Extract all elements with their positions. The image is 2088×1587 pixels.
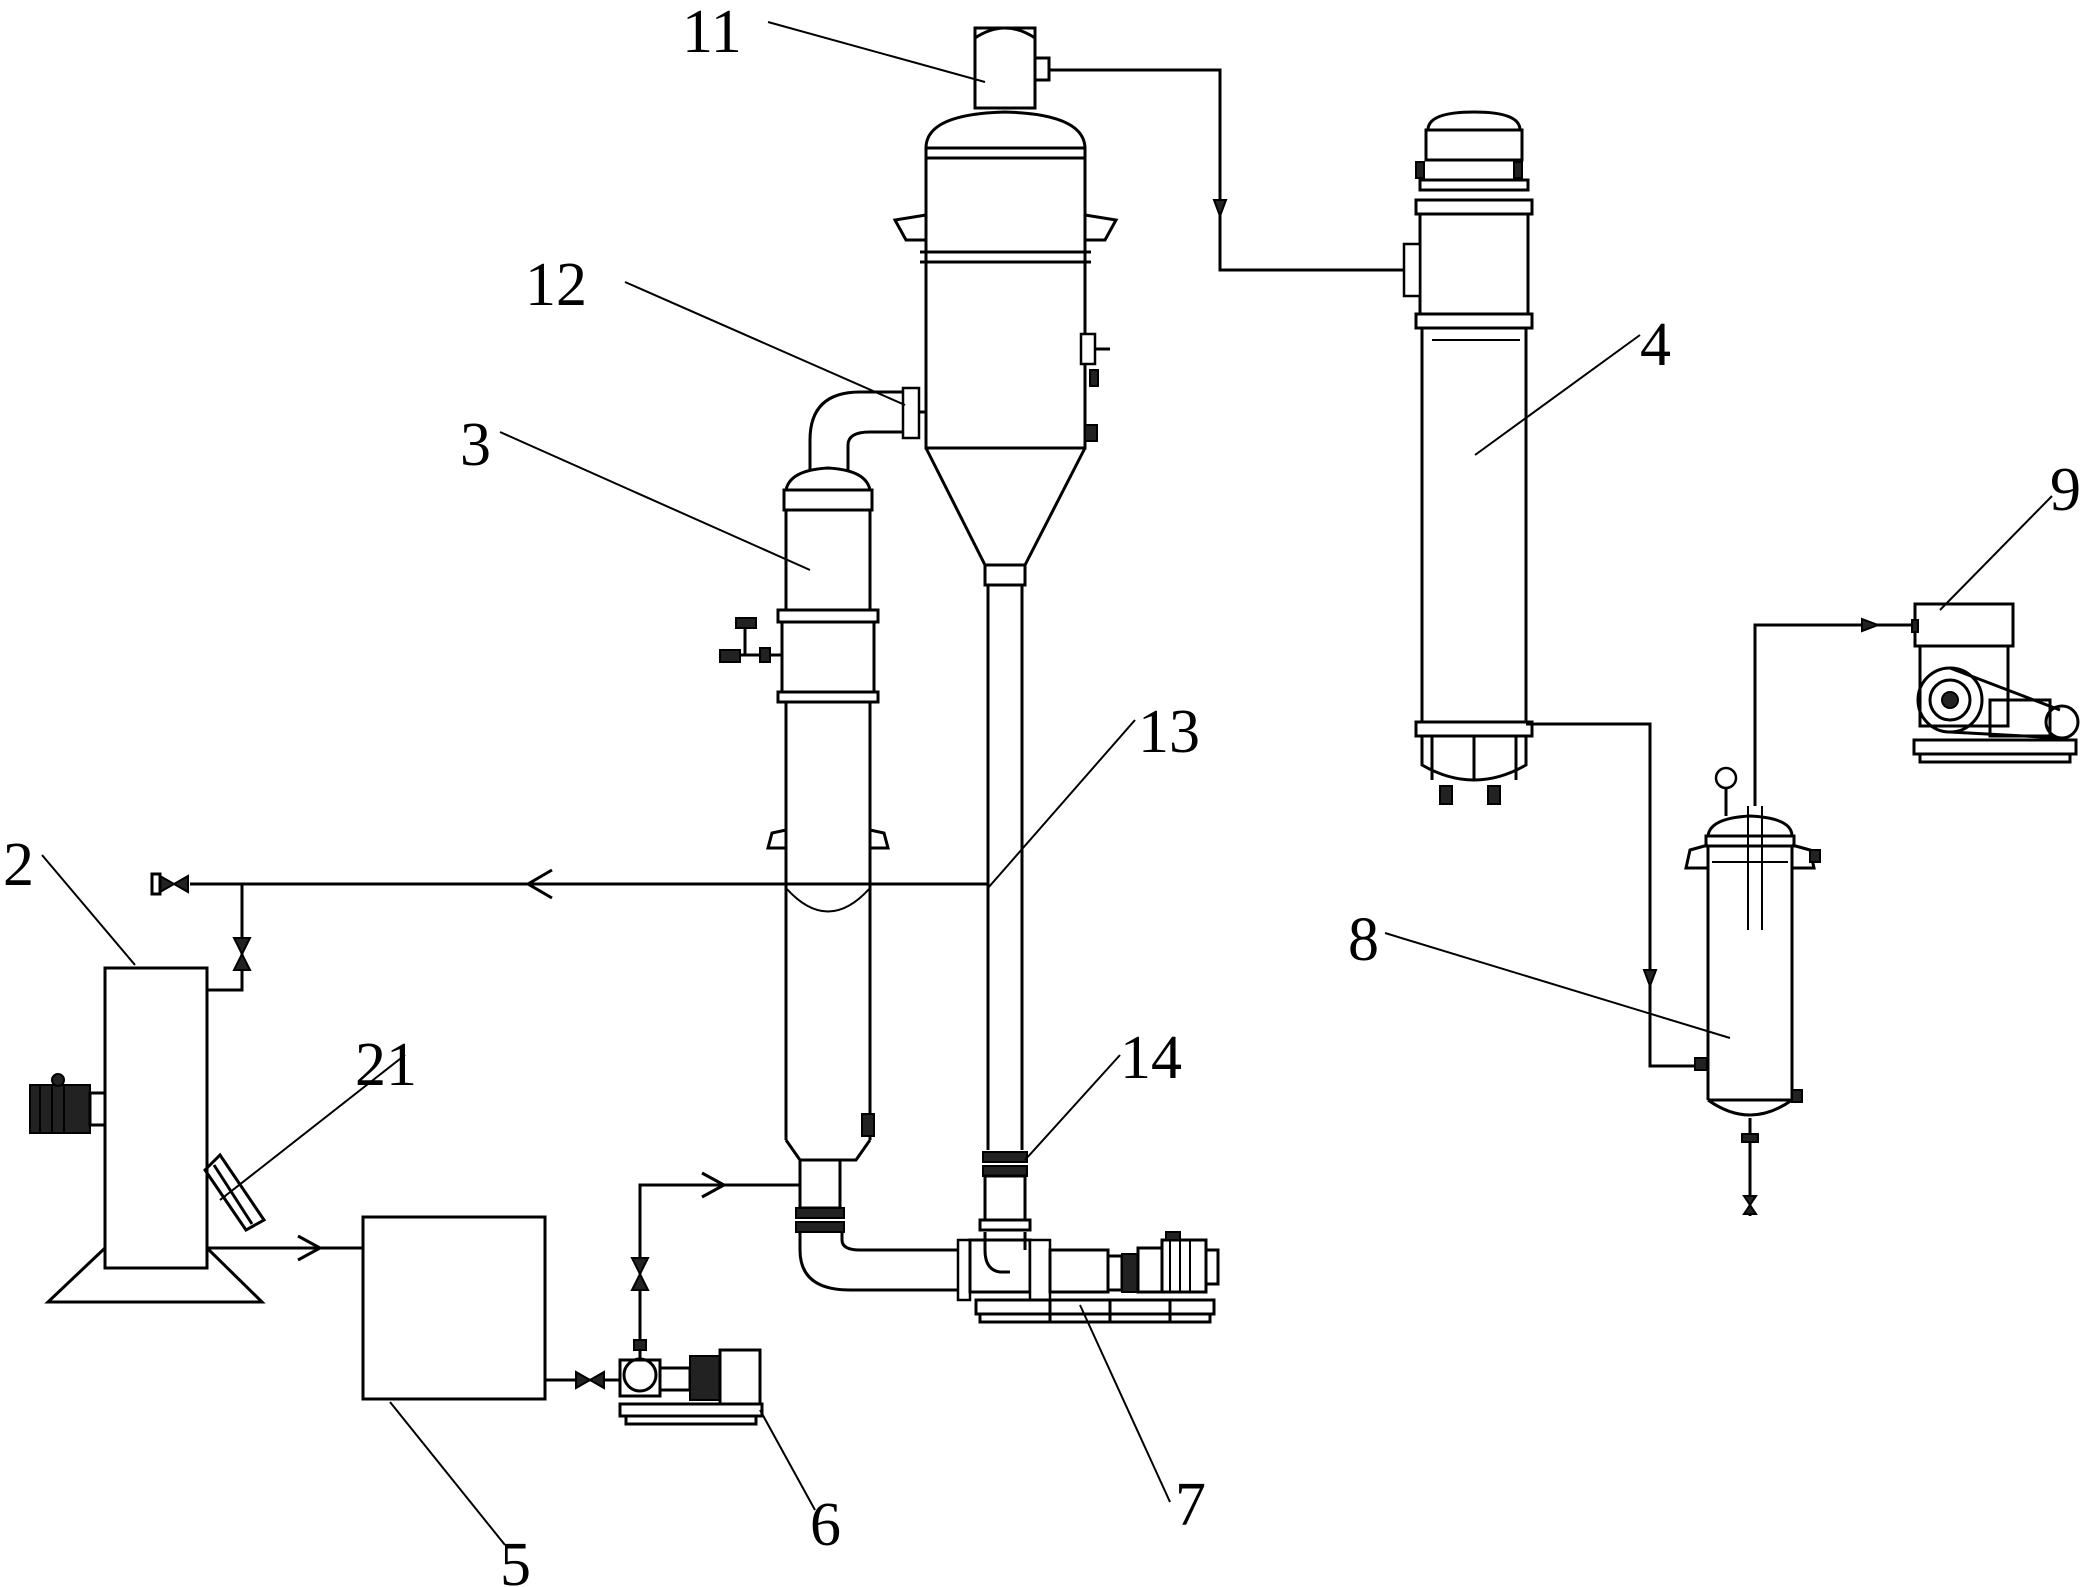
leader-lines [41,21,2053,1546]
label-3: 3 [460,411,491,479]
label-14: 14 [1120,1024,1182,1092]
label-9: 9 [2050,456,2081,524]
feed-pump [618,1348,764,1426]
evaporator-separator [892,26,1119,1150]
label-21: 21 [355,1031,417,1099]
gas-liquid-separator [1684,766,1821,1216]
circulation-pipe [798,1232,1032,1302]
label-2: 2 [3,831,34,899]
heater-outlet-pipe [808,386,926,470]
heater [719,466,890,1233]
label-8: 8 [1348,906,1379,974]
label-13: 13 [1138,698,1200,766]
vacuum-pump [1911,602,2080,764]
label-12: 12 [525,251,587,319]
tank [361,1215,547,1401]
crusher [29,966,266,1304]
expansion-joint [978,1151,1032,1232]
piping [150,68,1912,1390]
chute [203,1152,267,1232]
label-5: 5 [500,1531,531,1587]
label-6: 6 [810,1491,841,1559]
label-4: 4 [1640,311,1671,379]
condenser [1402,110,1534,805]
label-7: 7 [1175,1471,1206,1539]
label-11: 11 [682,0,742,66]
circulation-pump [974,1231,1220,1324]
